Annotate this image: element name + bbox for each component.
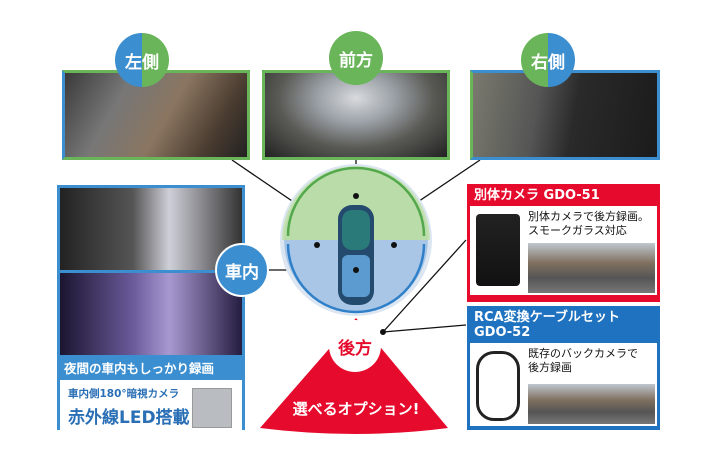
option-gdo51-photo — [528, 242, 655, 293]
interior-label: 車内 — [215, 243, 269, 297]
ir-feature-box: 車内側180°暗視カメラ 赤外線LED搭載 — [60, 380, 242, 437]
right-label: 右側 — [521, 33, 575, 87]
desc-line1: 別体カメラで後方録画。 — [528, 209, 649, 223]
front-label: 前方 — [329, 31, 383, 85]
ir-camera-icon — [192, 388, 232, 428]
option-gdo51: 別体カメラ GDO-51 別体カメラで後方録画。スモークガラス対応 — [467, 184, 660, 302]
desc-line1: 既存のバックカメラで — [528, 346, 638, 360]
interior-panel: 夜間の車内もしっかり録画 車内側180°暗視カメラ 赤外線LED搭載 — [57, 185, 245, 437]
interior-night-photo — [60, 273, 242, 355]
right-view-photo — [470, 70, 660, 160]
interior-caption: 夜間の車内もしっかり録画 — [64, 361, 215, 376]
interior-day-photo — [60, 188, 242, 270]
title-line1: RCA変換ケーブルセット — [474, 310, 620, 325]
ir-feature-line2: 赤外線LED搭載 — [68, 408, 190, 428]
left-label: 左側 — [115, 33, 169, 87]
option-gdo51-desc: 別体カメラで後方録画。スモークガラス対応 — [528, 210, 649, 239]
option-gdo52-desc: 既存のバックカメラで後方録画 — [528, 347, 638, 376]
left-view-photo — [62, 70, 250, 160]
title-line2: GDO-52 — [474, 324, 531, 340]
rear-camera-image — [476, 213, 520, 286]
option-gdo52-photo — [528, 383, 655, 424]
rear-label: 後方 — [329, 320, 381, 372]
desc-line2: スモークガラス対応 — [528, 224, 627, 238]
option-gdo51-body: 別体カメラで後方録画。スモークガラス対応 — [470, 205, 657, 295]
rca-cable-image — [476, 350, 520, 421]
option-gdo51-title: 別体カメラ GDO-51 — [474, 188, 600, 203]
rear-subtitle: 選べるオプション! — [292, 400, 420, 418]
option-gdo52-body: 既存のバックカメラで後方録画 — [470, 342, 657, 426]
desc-line2: 後方録画 — [528, 361, 572, 375]
ir-feature-line1: 車内側180°暗視カメラ — [68, 388, 180, 400]
